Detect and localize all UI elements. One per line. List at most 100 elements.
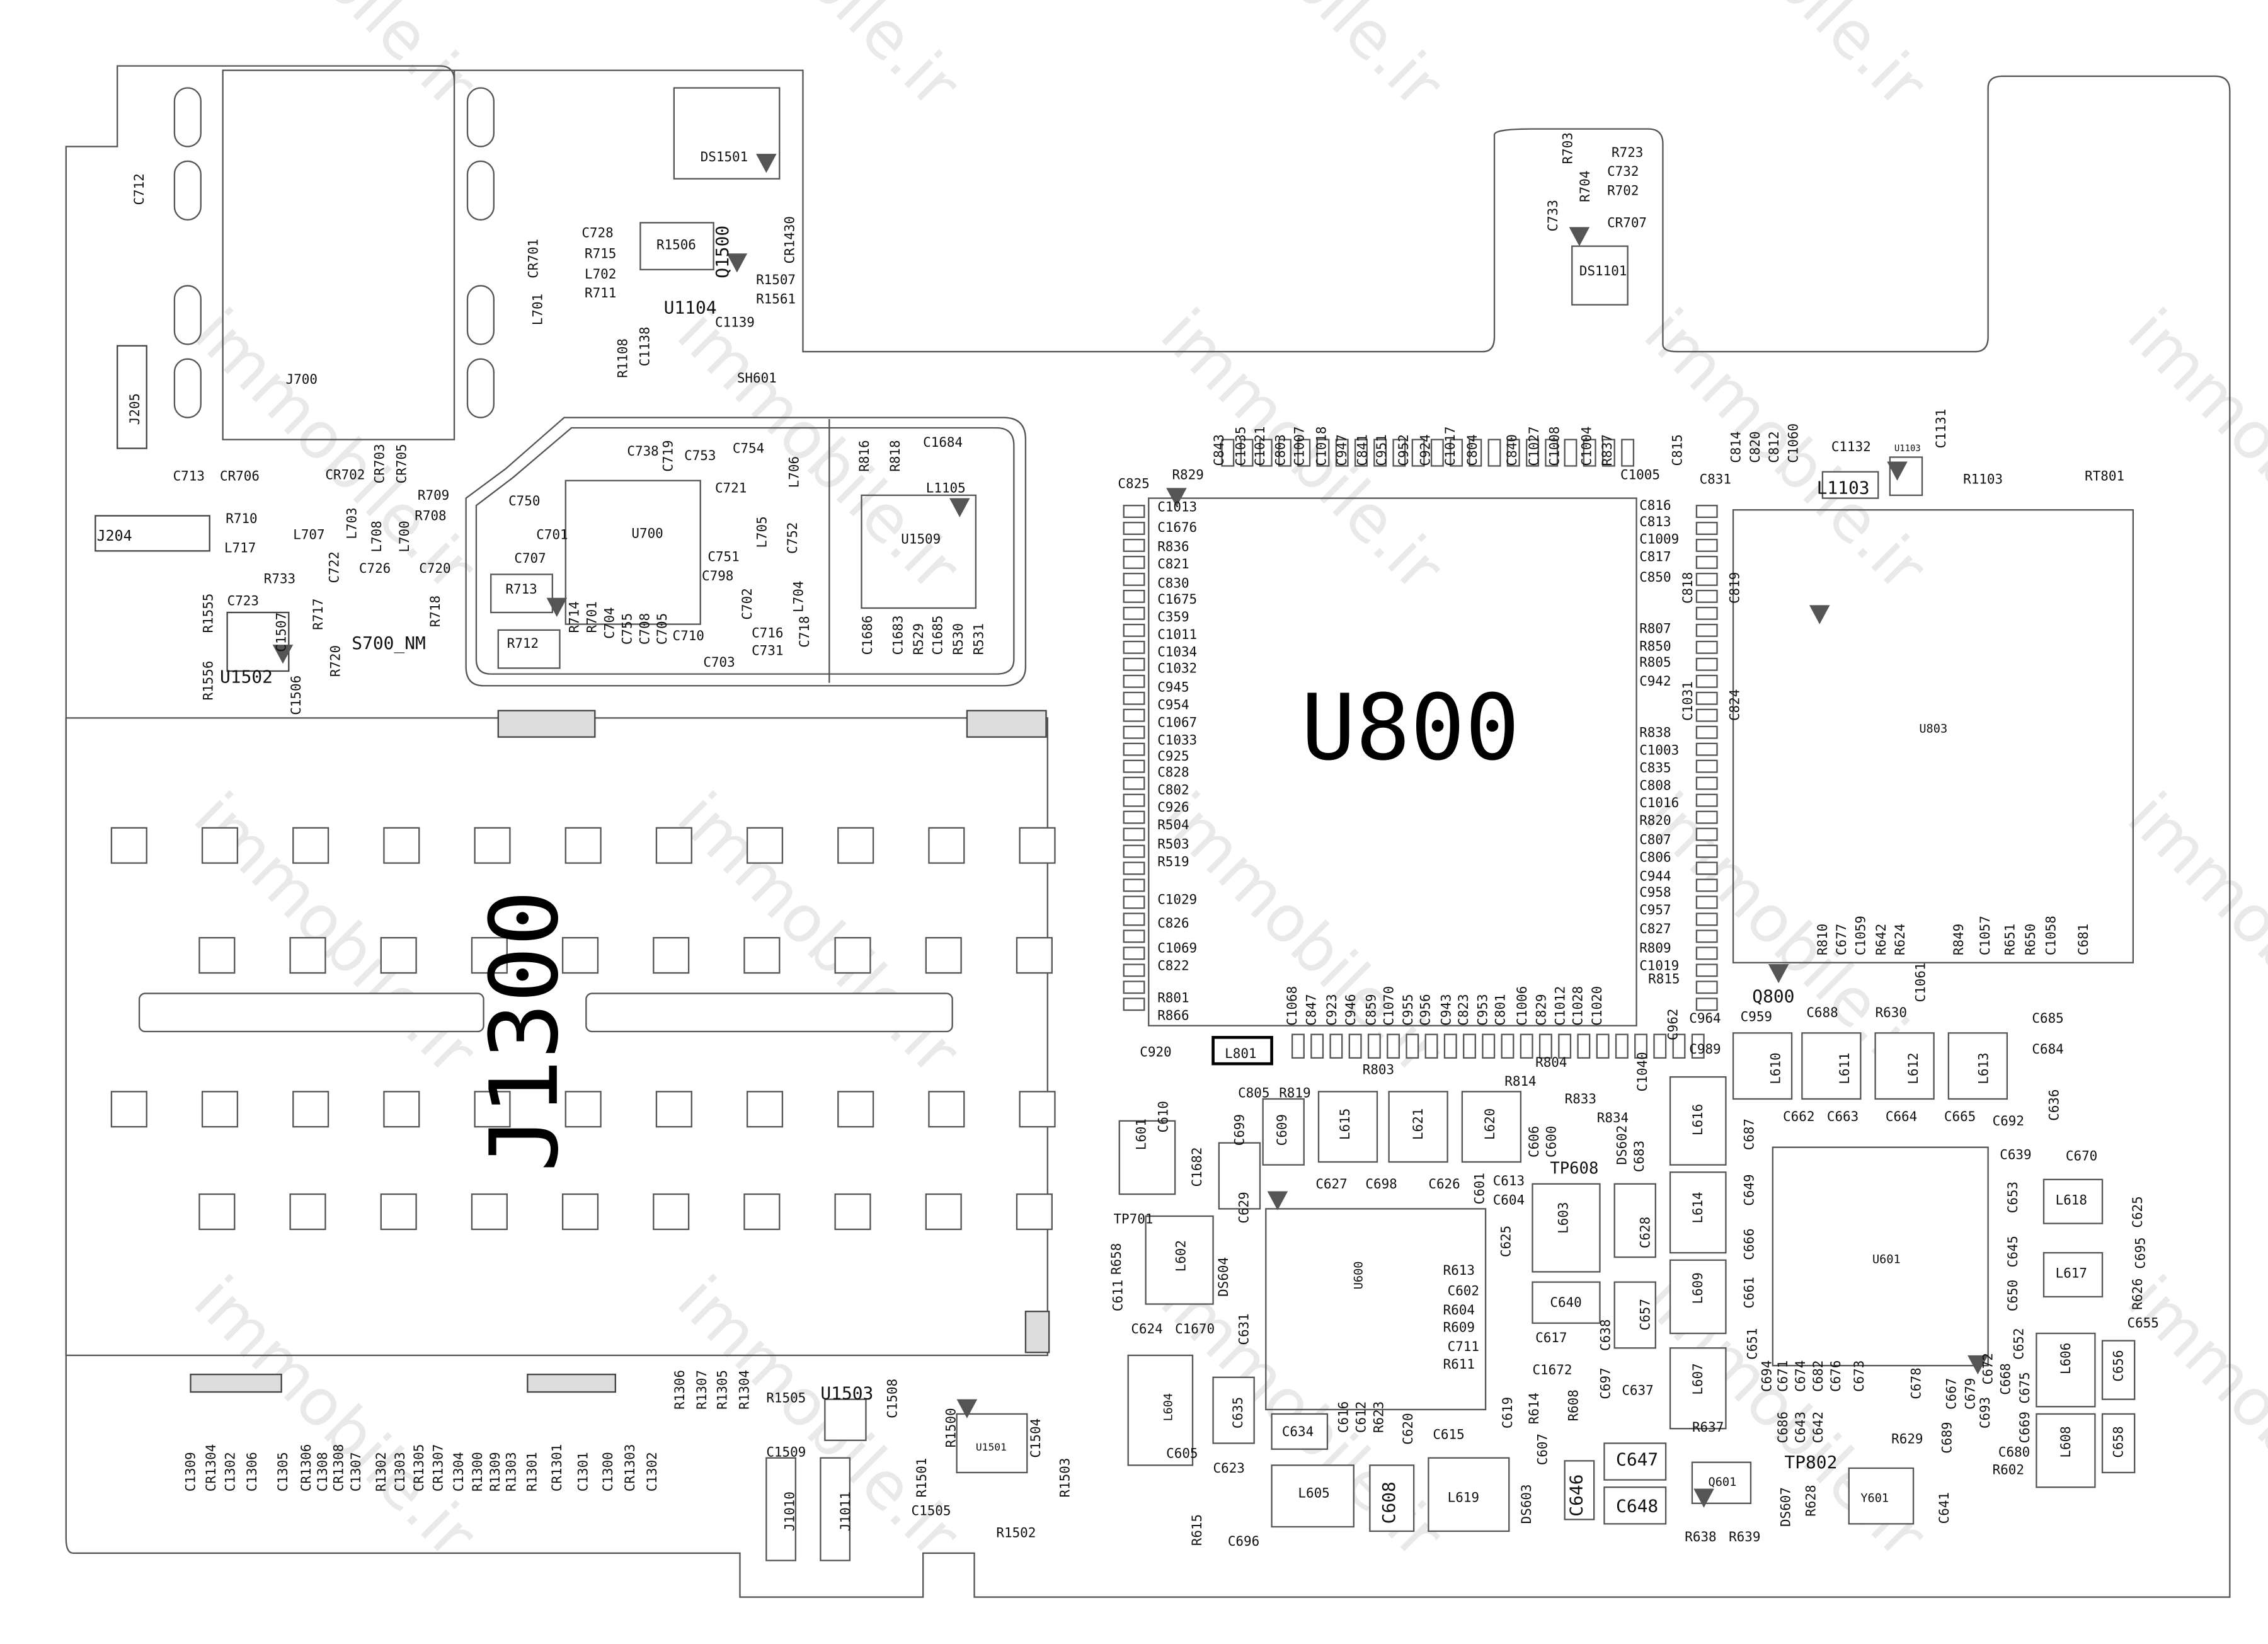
sim-contact-pad <box>925 937 962 974</box>
component-label: C957 <box>1639 902 1671 917</box>
component-label: C676 <box>1828 1360 1843 1392</box>
j700-oval-pad <box>173 285 202 345</box>
u601-outline <box>1772 1146 1989 1367</box>
sim-contact-pad <box>1019 1091 1056 1128</box>
component-label: C674 <box>1793 1360 1808 1392</box>
component-label: R1304 <box>736 1370 752 1410</box>
smd-pad <box>1392 439 1406 467</box>
smd-pad <box>1672 1033 1686 1059</box>
pin1-marker-icon <box>956 1399 978 1418</box>
pin1-marker-icon <box>1166 488 1187 507</box>
component-body <box>1613 1183 1656 1258</box>
smd-pad <box>1695 929 1718 943</box>
sim-contact-rail <box>585 992 953 1033</box>
component-label: C964 <box>1689 1011 1721 1026</box>
component-label: C1018 <box>1314 427 1329 466</box>
component-label: TP608 <box>1550 1159 1598 1178</box>
component-label: L605 <box>1298 1485 1329 1500</box>
component-label: R814 <box>1504 1074 1536 1089</box>
component-body <box>2101 1340 2136 1400</box>
component-label: CR1307 <box>430 1444 445 1492</box>
component-label: U1104 <box>664 297 717 318</box>
component-label: R1309 <box>488 1452 503 1492</box>
component-label: C1061 <box>1913 963 1928 1003</box>
component-label: C1684 <box>923 435 963 450</box>
component-label: C798 <box>702 568 733 583</box>
component-label: L611 <box>1837 1052 1852 1084</box>
component-body <box>2036 1332 2096 1408</box>
watermark-text: immobile.ir <box>663 0 974 123</box>
component-label: C653 <box>2005 1181 2020 1213</box>
component-label: C685 <box>2032 1011 2063 1026</box>
smd-pad <box>1526 439 1539 467</box>
component-label: C1672 <box>1532 1362 1572 1377</box>
component-label: C687 <box>1742 1118 1757 1150</box>
component-label: C605 <box>1166 1446 1198 1461</box>
component-body <box>1848 1467 1915 1525</box>
component-label: C713 <box>173 469 205 484</box>
sim-contact-rail <box>138 992 484 1033</box>
component-label: C646 <box>1566 1474 1587 1517</box>
smd-pad <box>1123 742 1145 756</box>
component-label: J700 <box>286 372 318 387</box>
component-label: C669 <box>2017 1411 2032 1443</box>
component-body <box>2042 1251 2104 1298</box>
sim-contact-pad <box>110 827 147 864</box>
component-label: C629 <box>1236 1192 1251 1223</box>
component-label: CR1305 <box>411 1444 427 1492</box>
smd-pad <box>1123 895 1145 909</box>
component-label: C643 <box>1793 1411 1808 1443</box>
component-label: C750 <box>508 493 540 509</box>
smd-pad <box>1695 793 1718 807</box>
component-body <box>490 573 554 614</box>
component-label: Q601 <box>1709 1476 1737 1489</box>
component-label: C677 <box>1834 924 1849 955</box>
component-body <box>1212 1376 1255 1444</box>
component-label: R615 <box>1189 1514 1205 1546</box>
smd-pad <box>1695 997 1718 1011</box>
component-label: C615 <box>1433 1427 1464 1442</box>
component-label: L1103 <box>1817 478 1870 498</box>
component-label: CR1304 <box>203 1444 219 1492</box>
component-label: L701 <box>530 294 546 325</box>
component-label: C694 <box>1760 1360 1775 1392</box>
smd-pad <box>1695 963 1718 977</box>
component-label: C716 <box>752 626 783 641</box>
component-label: R638 <box>1685 1529 1716 1544</box>
component-label: U1509 <box>901 532 941 547</box>
component-label: L606 <box>2058 1343 2073 1374</box>
smd-pad <box>1123 691 1145 705</box>
smd-pad <box>1123 539 1145 552</box>
component-label: C1131 <box>1933 409 1949 449</box>
smd-pad <box>1695 759 1718 773</box>
component-label: C711 <box>1448 1339 1479 1354</box>
component-label: C841 <box>1355 434 1370 466</box>
pin1-marker-icon <box>1887 461 1908 481</box>
component-label: R530 <box>951 623 966 655</box>
component-label: C1675 <box>1157 592 1197 607</box>
component-label: C924 <box>1418 434 1433 466</box>
component-body <box>1461 1091 1522 1163</box>
component-label: CR705 <box>394 444 409 483</box>
component-label: C708 <box>637 613 652 645</box>
component-label: C701 <box>536 527 568 543</box>
smd-pad <box>1123 997 1145 1011</box>
component-label: C1683 <box>891 615 906 655</box>
component-label: C719 <box>661 440 676 471</box>
component-label: C989 <box>1689 1042 1721 1057</box>
component-label: R714 <box>567 601 582 633</box>
component-label: C609 <box>1274 1114 1290 1146</box>
component-label: C1028 <box>1571 986 1586 1026</box>
component-label: R629 <box>1891 1431 1923 1446</box>
component-body <box>1145 1215 1214 1305</box>
component-label: C959 <box>1741 1009 1772 1025</box>
sim-contact-pad <box>201 827 239 864</box>
component-label: R717 <box>311 599 326 630</box>
component-label: CR701 <box>526 239 541 279</box>
smd-pad <box>1123 572 1145 586</box>
component-label: C804 <box>1465 434 1480 466</box>
pin1-marker-icon <box>1768 964 1789 984</box>
component-label: RT801 <box>2085 469 2124 484</box>
component-label: R1505 <box>766 1390 806 1405</box>
